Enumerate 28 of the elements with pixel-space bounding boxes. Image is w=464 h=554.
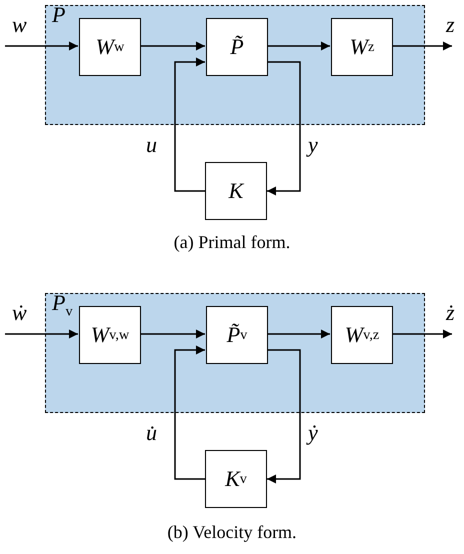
arrow <box>267 349 301 484</box>
signal-label: z <box>446 12 455 38</box>
signal-label: ż <box>446 300 455 326</box>
arrow <box>392 42 452 50</box>
signal-label: u̇ <box>146 420 157 446</box>
arrow <box>267 61 301 196</box>
arrow <box>5 330 78 338</box>
arrow <box>174 58 205 192</box>
system-label: P <box>52 2 66 28</box>
signal-label: u <box>146 132 157 158</box>
signal-label: ẏ <box>308 420 318 446</box>
arrow <box>267 42 330 50</box>
arrow <box>5 42 78 50</box>
arrow <box>267 330 330 338</box>
arrow <box>174 346 205 480</box>
system-label: P$_{v}$ <box>52 290 73 320</box>
block: K <box>205 162 267 220</box>
caption: (a) Primal form. <box>174 232 290 253</box>
arrow <box>140 330 205 338</box>
signal-label: w <box>12 12 27 38</box>
dashed-system-box <box>45 5 425 125</box>
signal-label: ẇ <box>12 300 27 326</box>
caption: (b) Velocity form. <box>167 522 297 543</box>
dashed-system-box <box>45 293 425 413</box>
arrow <box>392 330 452 338</box>
arrow <box>140 42 205 50</box>
signal-label: y <box>308 132 318 158</box>
block: P̃ <box>206 18 268 76</box>
